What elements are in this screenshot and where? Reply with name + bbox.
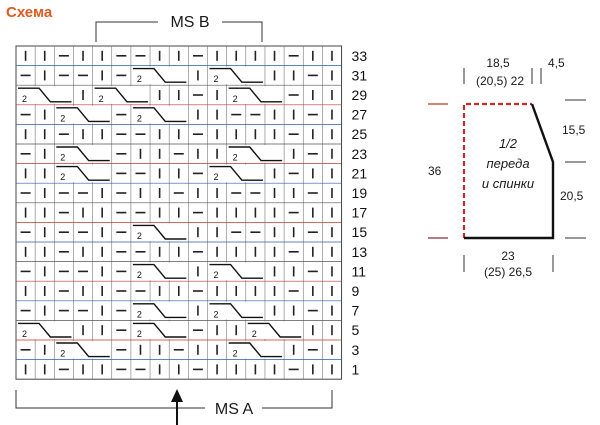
row-number: 33 <box>352 48 368 64</box>
cable-line <box>56 107 110 123</box>
cable-line <box>132 303 187 319</box>
ms-b-label: MS B <box>170 14 209 31</box>
row-number: 31 <box>352 67 368 83</box>
cable-line <box>56 165 110 181</box>
cable-line <box>228 342 283 358</box>
shoulder-label: 4,5 <box>548 56 565 70</box>
arrow-up-icon <box>171 389 183 425</box>
row-number: 1 <box>352 361 360 377</box>
cable-marker: 2 <box>214 172 219 182</box>
cable-marker: 2 <box>252 329 257 339</box>
bottom-width-sizes: (25) 26,5 <box>484 265 532 279</box>
row-number: 15 <box>352 224 368 240</box>
cable-line <box>132 263 187 279</box>
cable-line <box>56 146 110 162</box>
row-number: 11 <box>352 263 367 279</box>
cable-line <box>209 263 263 279</box>
row-number: 9 <box>352 283 360 299</box>
piece-label-2: переда <box>486 156 529 171</box>
schematic-solid-edge <box>464 103 555 240</box>
cable-line <box>132 67 187 83</box>
cable-marker: 2 <box>22 329 27 339</box>
cable-marker: 2 <box>137 329 142 339</box>
cable-marker: 2 <box>137 74 142 84</box>
armhole-label: 15,5 <box>562 123 586 137</box>
piece-label-3: и спинки <box>482 176 534 191</box>
row-number: 27 <box>352 107 368 123</box>
cable-marker: 2 <box>60 153 65 163</box>
cable-marker: 2 <box>214 270 219 280</box>
cable-marker: 2 <box>233 349 238 359</box>
ms-a-bracket <box>15 390 333 409</box>
cable-marker: 2 <box>214 309 219 319</box>
row-number: 23 <box>352 146 368 162</box>
cable-marker: 2 <box>137 113 142 123</box>
cable-line <box>18 87 72 103</box>
cable-marker: 2 <box>137 270 142 280</box>
chart-grid <box>15 45 343 380</box>
row-number: 25 <box>352 126 368 142</box>
row-number: 19 <box>352 185 368 201</box>
row-number: 17 <box>352 205 368 221</box>
cable-line <box>132 224 187 240</box>
cable-line <box>94 87 149 103</box>
cable-line <box>132 107 187 123</box>
side-height-label: 20,5 <box>560 189 584 203</box>
cable-marker: 2 <box>60 113 65 123</box>
cable-marker: 2 <box>99 94 104 104</box>
cable-line <box>209 165 263 181</box>
cable-marker: 2 <box>22 94 27 104</box>
schematic-dashed-edge <box>462 102 532 238</box>
cable-marker: 2 <box>233 94 238 104</box>
top-width-label: 18,5 <box>486 56 510 70</box>
cable-line <box>132 322 187 338</box>
cable-line <box>228 146 283 162</box>
top-width-sizes: (20,5) 22 <box>476 74 524 88</box>
row-number: 5 <box>352 322 360 338</box>
piece-label-1: 1/2 <box>499 136 518 151</box>
cable-marker: 2 <box>137 309 142 319</box>
grid-border <box>15 45 343 380</box>
cable-line <box>247 322 302 338</box>
total-height-label: 36 <box>428 164 442 178</box>
row-number: 29 <box>352 87 368 103</box>
cable-line <box>56 342 110 358</box>
row-number: 13 <box>352 244 368 260</box>
garment-schematic: 18,5 (20,5) 22 4,5 36 15,5 20,5 1/2 пере… <box>428 56 586 279</box>
cable-line <box>209 67 263 83</box>
chart-cables: 2 2 2 2 2 2 2 2 2 2 2 2 2 2 2 2 2 2 2 2 2 <box>17 66 303 359</box>
ms-b-bracket <box>95 21 263 42</box>
cable-marker: 2 <box>233 153 238 163</box>
row-number: 7 <box>352 303 360 319</box>
cable-marker: 2 <box>214 74 219 84</box>
chart-title: Схема <box>6 4 53 21</box>
bottom-width-label: 23 <box>501 249 515 263</box>
row-number: 21 <box>352 165 368 181</box>
cable-line <box>209 303 263 319</box>
cable-marker: 2 <box>60 172 65 182</box>
row-number: 3 <box>352 342 360 358</box>
cable-line <box>228 87 283 103</box>
cable-marker: 2 <box>137 231 142 241</box>
cable-marker: 2 <box>60 349 65 359</box>
ms-a-label: MS A <box>215 401 254 418</box>
cable-line <box>18 322 72 338</box>
